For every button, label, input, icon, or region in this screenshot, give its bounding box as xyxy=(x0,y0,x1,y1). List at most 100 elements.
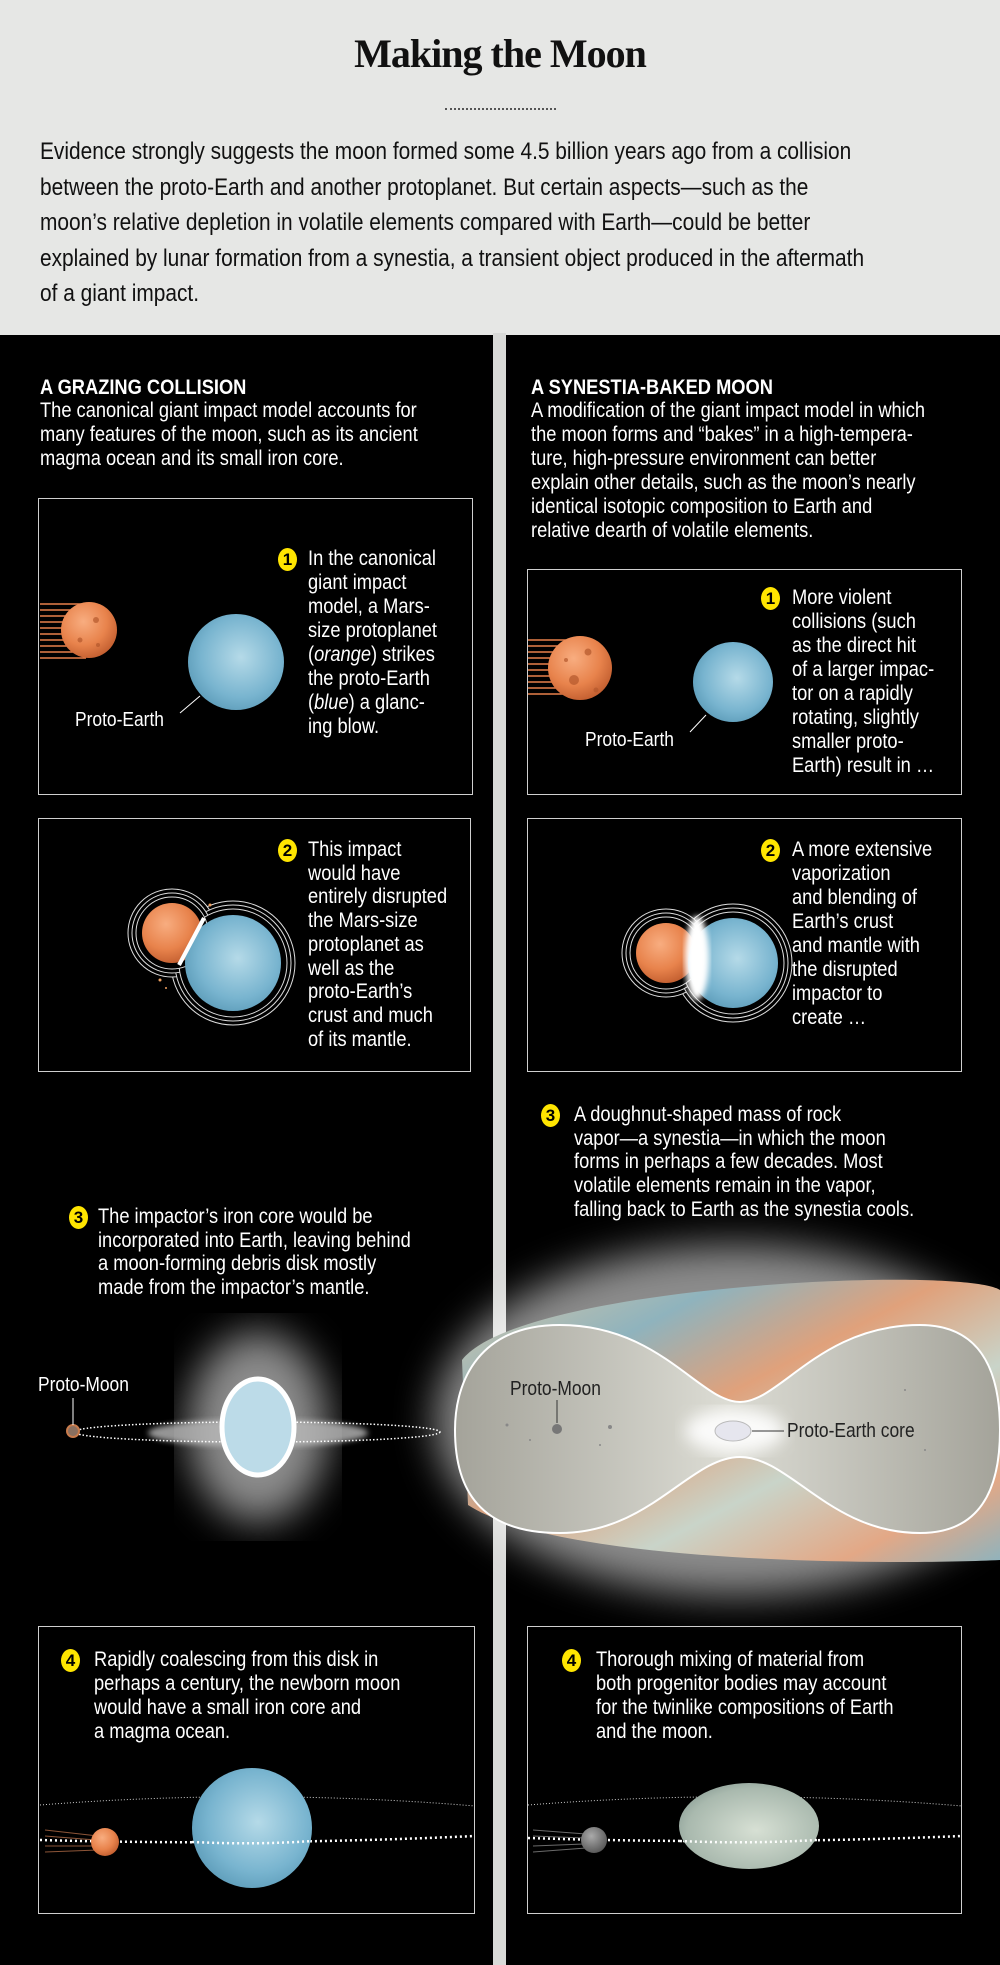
text-line: Rapidly coalescing from this disk in xyxy=(94,1648,379,1671)
text-line: giant impact xyxy=(308,571,407,594)
debris-disk xyxy=(73,1421,441,1443)
text-line: forms in perhaps a few decades. Most xyxy=(574,1150,883,1174)
text-line: relative dearth of volatile elements. xyxy=(531,519,814,542)
text-line: In the canonical xyxy=(308,547,436,570)
text-line: vapor—a synestia—in which the moon xyxy=(574,1126,886,1150)
text-line: Evidence strongly suggests the moon form… xyxy=(40,138,852,165)
step-4-panel-right xyxy=(527,1626,962,1914)
right-description: A modification of the giant impact model… xyxy=(531,399,984,543)
left-description: The canonical giant impact model account… xyxy=(40,399,474,471)
text-line: model, a Mars- xyxy=(308,595,430,618)
step-badge: 1 xyxy=(761,587,780,610)
text-line: falling back to Earth as the synestia co… xyxy=(574,1197,915,1221)
text-line: moon’s relative depletion in volatile el… xyxy=(40,209,811,236)
step-1-panel-left xyxy=(38,498,473,795)
text-line: crust and much xyxy=(308,1003,433,1027)
text-line: of its mantle. xyxy=(308,1027,412,1051)
step-2-panel-left xyxy=(38,818,471,1072)
step-badge: 3 xyxy=(69,1206,88,1229)
proto-earth-label: Proto-Earth xyxy=(75,709,164,731)
text-line: would have a small iron core and xyxy=(94,1696,362,1719)
proto-moon-label: Proto-Moon xyxy=(510,1378,601,1400)
text-line: More violent xyxy=(792,586,892,609)
text-line: the Mars-size xyxy=(308,909,418,933)
text-line: between the proto-Earth and another prot… xyxy=(40,173,809,201)
text-line: This impact xyxy=(308,838,402,861)
proto-earth-core-label: Proto-Earth core xyxy=(787,1420,915,1442)
text-line: of a giant impact. xyxy=(40,280,200,307)
text-line: The canonical giant impact model account… xyxy=(40,399,417,422)
text-line: both progenitor bodies may account xyxy=(596,1672,887,1695)
text-line: and blending of xyxy=(792,886,917,909)
step-2-panel-right xyxy=(527,818,962,1072)
step-badge: 3 xyxy=(541,1104,560,1127)
synestia xyxy=(435,1245,1000,1595)
text-line: ture, high-pressure environment can bett… xyxy=(531,447,877,470)
text-line: tor on a rapidly xyxy=(792,682,913,705)
proto-earth-label: Proto-Earth xyxy=(585,729,674,751)
proto-moon-dot xyxy=(66,1424,80,1438)
text-line: A more extensive xyxy=(792,838,933,861)
text-line: (orange) strikes xyxy=(308,643,435,666)
text-line: a magma ocean. xyxy=(94,1720,231,1743)
text-line: made from the impactor’s mantle. xyxy=(98,1276,370,1300)
text-line: (blue) a glanc- xyxy=(308,691,425,714)
text-line: of a larger impac- xyxy=(792,658,935,681)
text-line: the disrupted xyxy=(792,958,898,981)
step-1-panel-right xyxy=(527,569,962,795)
text-line: volatile elements remain in the vapor, xyxy=(574,1174,876,1198)
intro-paragraph: Evidence strongly suggests the moon form… xyxy=(40,134,987,312)
text-line: explained by lunar formation from a syne… xyxy=(40,244,865,272)
text-line: The impactor’s iron core would be xyxy=(98,1205,373,1228)
text-line: the moon forms and “bakes” in a high-tem… xyxy=(531,423,913,446)
step-4-panel-left xyxy=(38,1626,475,1914)
text-line: magma ocean and its small iron core. xyxy=(40,447,344,470)
text-line: incorporated into Earth, leaving behind xyxy=(98,1228,411,1252)
step-badge: 2 xyxy=(278,839,297,862)
text-line: size protoplanet xyxy=(308,619,437,642)
dotted-divider xyxy=(445,108,556,110)
text-line: A doughnut-shaped mass of rock xyxy=(574,1103,842,1126)
text-line: impactor to xyxy=(792,982,883,1005)
text-line: Earth) result in … xyxy=(792,754,935,777)
text-line: many features of the moon, such as its a… xyxy=(40,423,418,446)
text-line: and mantle with xyxy=(792,934,920,957)
step-badge: 2 xyxy=(761,839,780,862)
left-heading: A GRAZING COLLISION xyxy=(40,376,247,399)
proto-earth-glowing xyxy=(219,1376,297,1478)
text-line: create … xyxy=(792,1006,867,1029)
text-line: and the moon. xyxy=(596,1720,713,1743)
text-line: protoplanet as xyxy=(308,932,424,956)
right-heading: A SYNESTIA-BAKED MOON xyxy=(531,376,773,399)
text-line: entirely disrupted xyxy=(308,885,448,909)
proto-moon-label: Proto-Moon xyxy=(38,1374,129,1396)
text-line: rotating, slightly xyxy=(792,706,919,729)
step-badge: 4 xyxy=(562,1649,581,1672)
step-badge: 1 xyxy=(278,548,297,571)
text-line: would have xyxy=(308,861,401,885)
text-line: well as the xyxy=(308,956,395,980)
text-line: smaller proto- xyxy=(792,730,904,753)
text-line: proto-Earth’s xyxy=(308,980,413,1004)
text-line: as the direct hit xyxy=(792,634,916,657)
text-line: vaporization xyxy=(792,862,891,885)
text-line: collisions (such xyxy=(792,610,916,633)
page-title: Making the Moon xyxy=(354,31,647,76)
text-line: for the twinlike compositions of Earth xyxy=(596,1696,894,1719)
step-badge: 4 xyxy=(61,1649,80,1672)
text-line: a moon-forming debris disk mostly xyxy=(98,1252,377,1276)
text-line: ing blow. xyxy=(308,715,380,738)
text-line: Thorough mixing of material from xyxy=(596,1648,865,1671)
text-line: Earth’s crust xyxy=(792,910,894,933)
header: Making the Moon Evidence strongly sugges… xyxy=(0,0,1000,335)
column-divider xyxy=(493,333,506,1965)
text-line: A modification of the giant impact model… xyxy=(531,399,926,422)
text-line: explain other details, such as the moon’… xyxy=(531,471,916,494)
